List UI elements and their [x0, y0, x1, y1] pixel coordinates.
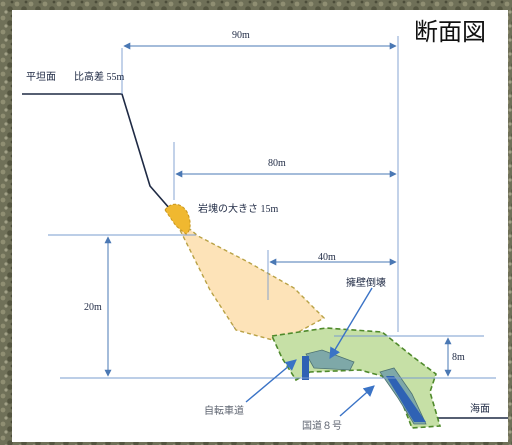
rock-block: [164, 203, 191, 235]
bike-road-label: 自転車道: [204, 404, 244, 417]
dimension-90-label: 90m: [232, 30, 250, 41]
sea-surface-label: 海面: [470, 402, 490, 415]
wall-collapse-label: 擁壁倒壊: [346, 276, 386, 289]
rock-size-label: 岩塊の大きさ 15m: [198, 202, 278, 215]
route-8-label: 国道８号: [302, 419, 342, 432]
bike-road-structure: [302, 356, 309, 380]
dimension-40-label: 40m: [318, 252, 336, 263]
height-difference-label: 比高差 55m: [74, 70, 124, 83]
wall-collapse-pointer: [329, 287, 373, 359]
bike-road-pointer: [245, 359, 297, 403]
route-8-pointer: [339, 385, 375, 417]
dimension-20-label: 20m: [84, 302, 102, 313]
plateau-label: 平坦面: [26, 70, 56, 83]
figure-title: 断面図: [414, 19, 486, 46]
dimension-80-label: 80m: [268, 158, 286, 169]
collapsed-wall-block: [305, 349, 355, 371]
route-8-structure: [386, 376, 426, 422]
debris-flow-area: [171, 213, 326, 343]
dimension-8-label: 8m: [452, 352, 465, 363]
